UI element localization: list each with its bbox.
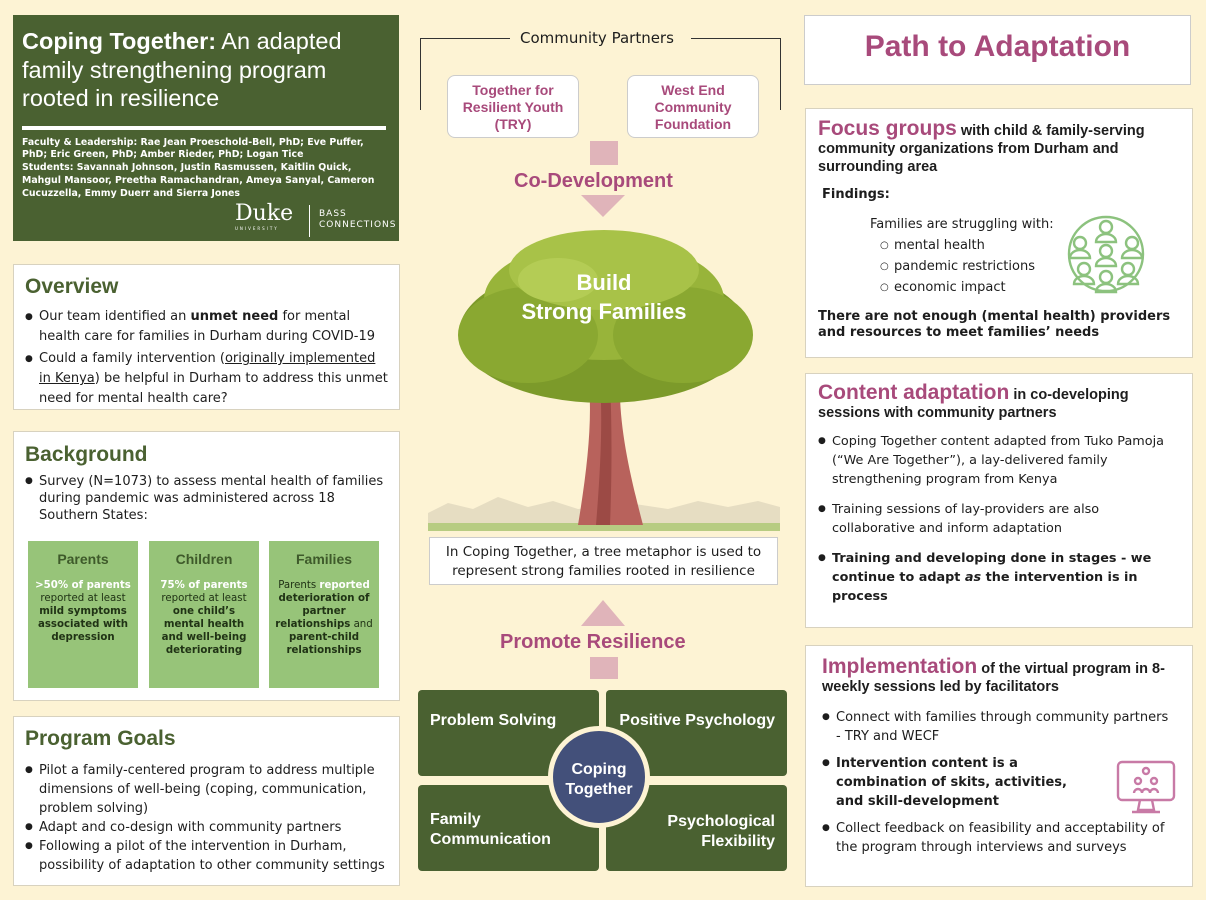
struggling-label: Families are struggling with: — [870, 217, 1054, 232]
struggle-item: economic impact — [880, 277, 1180, 298]
ov-b2-underlined: originally implemented in Kenya — [39, 351, 376, 386]
content-heading-big: Content adaptation — [818, 381, 1010, 404]
stat-highlight: >50% of parents — [35, 580, 131, 591]
community-partners-label: Community Partners — [510, 29, 684, 47]
goal-item: Following a pilot of the intervention in… — [25, 837, 388, 875]
poster-title: Coping Together: An adapted family stren… — [22, 27, 390, 113]
stat-card-families: Families Parents reported deterioration … — [269, 541, 379, 688]
ov-b1-bold: unmet need — [190, 309, 279, 324]
content-adaptation-section: Content adaptation in co-developing sess… — [805, 373, 1193, 628]
stat-highlight: 75% of parents — [160, 580, 248, 591]
content-item-bold: Training and developing done in stages -… — [818, 549, 1180, 606]
title-bold: Coping Together: — [22, 28, 217, 54]
partner-try: Together for Resilient Youth (TRY) — [447, 75, 579, 138]
background-section: Background Survey (N=1073) to assess men… — [13, 431, 400, 701]
stat-text: Parents — [278, 580, 320, 591]
partner-wecf: West End Community Foundation — [627, 75, 759, 138]
ov-b1-pre: Our team identified an — [39, 309, 191, 324]
stat-bold: one child’s mental health and well-being… — [161, 606, 247, 656]
stat-text: reported at least — [161, 593, 247, 604]
stat-bold: deterioration of partner relationships — [275, 593, 370, 630]
impl-item: Connect with families through community … — [822, 708, 1176, 746]
stat-card-parents: Parents >50% of parents reported at leas… — [28, 541, 138, 688]
stat-highlight: reported — [319, 580, 370, 591]
logo-separator — [309, 205, 310, 237]
stat-card-children: Children 75% of parents reported at leas… — [149, 541, 259, 688]
tree-label-line1: Build — [576, 270, 632, 295]
overview-section: Overview Our team identified an unmet ne… — [13, 264, 400, 410]
content-heading-rest: in co-developing sessions with community… — [818, 387, 1129, 421]
duke-logo-sub: UNIVERSITY — [235, 226, 279, 231]
impl-heading-rest: of the virtual program in 8-weekly sessi… — [822, 661, 1165, 695]
stat-heading: Children — [175, 551, 233, 567]
content-item: Training sessions of lay-providers are a… — [818, 500, 1180, 538]
overview-heading: Overview — [25, 275, 119, 298]
arrow-shaft-up — [590, 657, 618, 679]
background-heading: Background — [25, 443, 148, 466]
title-panel: Coping Together: An adapted family stren… — [13, 15, 399, 241]
focus-heading: Focus groups with child & family-serving… — [818, 117, 1180, 176]
virtual-meeting-icon — [1116, 760, 1176, 814]
arrow-shaft-down — [590, 141, 618, 165]
stat-bold: mild symptoms associated with depression — [37, 606, 129, 643]
stat-text: reported at least — [40, 593, 126, 604]
ov-b2-post: ) be helpful in Durham to address this u… — [39, 371, 388, 406]
title-divider — [22, 125, 386, 130]
findings-label: Findings: — [822, 187, 890, 202]
impl-item-bold: Intervention content is a combination of… — [822, 754, 1176, 811]
struggle-item: mental health — [880, 235, 1180, 256]
overview-bullet-1: Our team identified an unmet need for me… — [25, 307, 388, 347]
bracket-left — [420, 38, 515, 110]
credits: Faculty & Leadership: Rae Jean Proeschol… — [22, 137, 390, 201]
group-people-icon — [1067, 215, 1145, 294]
title-rest: An adapted family strengthening program … — [22, 28, 342, 111]
impl-heading: Implementation of the virtual program in… — [822, 655, 1176, 696]
tree-label-line2: Strong Families — [521, 299, 687, 324]
focus-heading-rest: with child & family-serving community or… — [818, 123, 1145, 175]
tree-caption: In Coping Together, a tree metaphor is u… — [429, 537, 778, 585]
stat-bold-2: parent-child relationships — [286, 632, 362, 656]
arrow-head-up — [581, 600, 625, 626]
stat-text-2: and — [350, 619, 373, 630]
credits-faculty: Faculty & Leadership: Rae Jean Proeschol… — [22, 136, 364, 161]
ov-b1-post: for mental health care for families in D… — [39, 309, 376, 344]
impl-heading-big: Implementation — [822, 655, 978, 678]
promote-resilience-label: Promote Resilience — [500, 631, 686, 653]
content-b3-pre: Training and developing done in stages -… — [832, 551, 1152, 585]
ov-b2-pre: Could a family intervention ( — [39, 351, 225, 366]
tree-illustration — [428, 230, 780, 531]
goal-item: Adapt and co-design with community partn… — [25, 818, 388, 837]
credits-students: Students: Savannah Johnson, Justin Rasmu… — [22, 162, 375, 199]
focus-groups-section: Focus groups with child & family-serving… — [805, 108, 1193, 358]
co-development-label: Co-Development — [514, 170, 673, 192]
bass-line2: CONNECTIONS — [319, 220, 397, 230]
content-item: Coping Together content adapted from Tuk… — [818, 432, 1180, 489]
tree-label: Build Strong Families — [430, 268, 778, 326]
duke-logo: Duke — [235, 201, 294, 226]
stat-heading: Parents — [57, 551, 109, 567]
struggles-block: Families are struggling with: mental hea… — [870, 214, 1180, 298]
goal-item: Pilot a family-centered program to addre… — [25, 761, 388, 818]
impl-item: Collect feedback on feasibility and acce… — [822, 819, 1176, 857]
stat-heading: Families — [295, 551, 353, 567]
overview-bullet-2: Could a family intervention (originally … — [25, 349, 388, 409]
content-b3-em: as — [964, 570, 982, 585]
content-heading: Content adaptation in co-developing sess… — [818, 381, 1180, 422]
background-bullet: Survey (N=1073) to assess mental health … — [25, 473, 388, 524]
bracket-right — [691, 38, 781, 110]
not-enough-providers: There are not enough (mental health) pro… — [818, 309, 1171, 340]
path-to-adaptation-box: Path to Adaptation — [804, 15, 1191, 85]
path-title: Path to Adaptation — [864, 30, 1131, 63]
struggle-item: pandemic restrictions — [880, 256, 1180, 277]
implementation-section: Implementation of the virtual program in… — [805, 645, 1193, 887]
coping-together-hub: Coping Together — [548, 726, 650, 828]
program-goals-section: Program Goals Pilot a family-centered pr… — [13, 716, 400, 886]
focus-heading-big: Focus groups — [818, 117, 957, 140]
content-b3-post: the intervention is in process — [832, 570, 1138, 604]
bass-line1: BASS — [319, 209, 347, 219]
arrow-head-down — [581, 195, 625, 217]
goals-heading: Program Goals — [25, 727, 176, 750]
